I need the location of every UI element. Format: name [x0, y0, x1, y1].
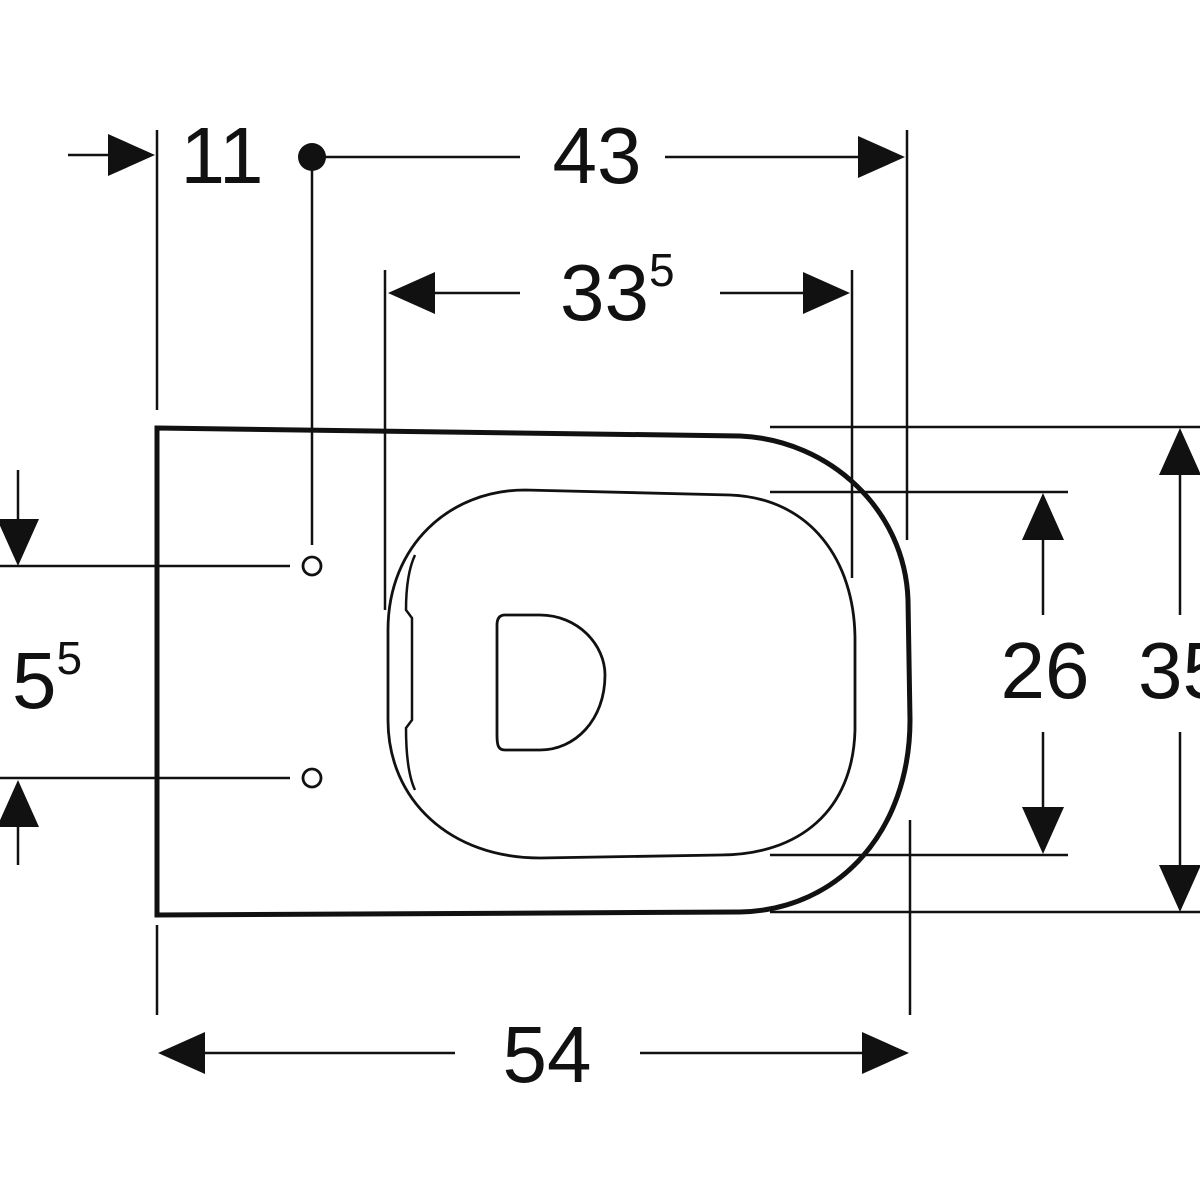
dim-seat-length: 335 [560, 244, 675, 337]
arrow-head-icon [0, 780, 39, 827]
dim-bolt-to-front: 43 [553, 111, 642, 200]
seat-outline [386, 488, 857, 860]
arrow-head-icon [0, 519, 39, 566]
extension-lines [0, 130, 1200, 1015]
seat-hinge-edge [404, 554, 417, 791]
dim-bolt-spacing: 55 [12, 632, 82, 725]
arrow-head-icon [1022, 493, 1064, 540]
fixing-hole-bottom [301, 767, 323, 789]
dim-bolt-spacing-sup: 5 [57, 632, 83, 684]
bowl-outline [154, 425, 913, 918]
dim-seat-length-main: 33 [560, 248, 649, 337]
arrow-head-icon [388, 272, 435, 314]
arrow-head-icon [1022, 807, 1064, 854]
arrow-head-icon [1159, 865, 1200, 912]
arrow-head-icon [108, 134, 155, 176]
arrow-head-icon [862, 1032, 909, 1074]
bowl-opening [495, 613, 607, 752]
dim-seat-width: 26 [1001, 626, 1090, 715]
arrow-head-icon [158, 1032, 205, 1074]
dim-bowl-length: 54 [503, 1010, 592, 1099]
dim-bowl-width: 35 [1138, 626, 1200, 715]
fixing-hole-top [301, 555, 323, 577]
dim-seat-length-sup: 5 [649, 244, 675, 296]
arrow-head-icon [858, 136, 905, 178]
dim-wall-offset: 11 [180, 111, 263, 200]
arrow-head-icon [803, 272, 850, 314]
dim-bolt-spacing-main: 5 [12, 636, 57, 725]
arrow-head-icon [1159, 428, 1200, 475]
